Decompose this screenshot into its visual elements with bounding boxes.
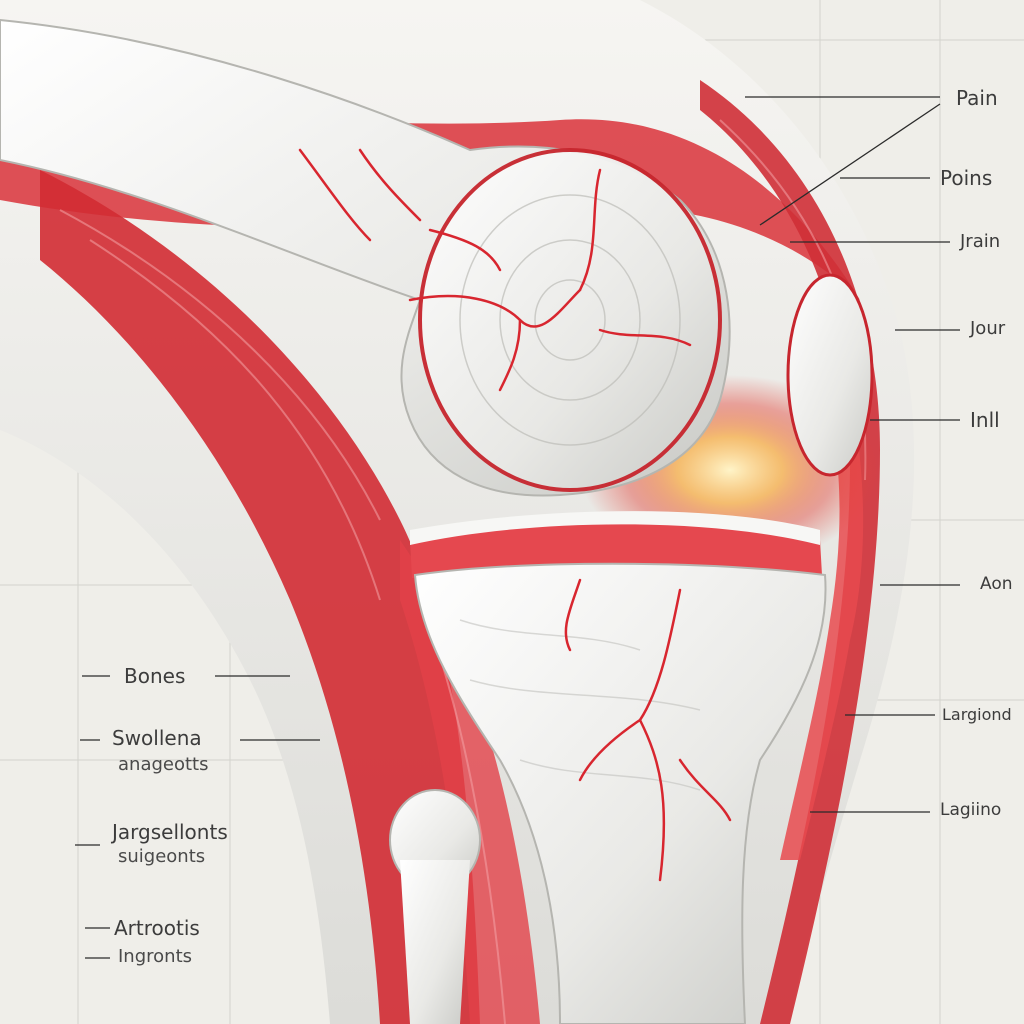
hamstring-muscle — [40, 170, 480, 1024]
label-suigeonts: suigeonts — [118, 846, 206, 867]
label-jour: Jour — [970, 318, 1006, 339]
condyle-rings — [459, 194, 681, 446]
label-jrain: Jrain — [960, 231, 1001, 252]
bone-cracks — [298, 148, 732, 882]
calf-muscle — [400, 540, 540, 1024]
cartilage-band — [410, 521, 822, 578]
tibia-texture — [459, 619, 701, 791]
label-anageotts: anageotts — [118, 754, 209, 775]
label-leader-lines — [75, 96, 960, 959]
label-swollena: Swollena — [112, 726, 202, 750]
label-lagiino: Lagiino — [940, 800, 1002, 820]
fibula-shaft — [400, 860, 470, 1024]
label-pain: Pain — [956, 86, 998, 110]
label-aon: Aon — [980, 574, 1013, 594]
label-bones: Bones — [124, 664, 186, 688]
label-jargsellonts: Jargsellonts — [112, 820, 228, 844]
label-poins: Poins — [940, 166, 993, 190]
tibia — [413, 562, 827, 1024]
label-largiond: Largiond — [942, 705, 1012, 724]
femoral-condyle — [418, 148, 722, 492]
label-inll: Inll — [970, 408, 1000, 432]
patella — [786, 273, 874, 477]
label-ingronts: Ingronts — [118, 946, 193, 967]
label-artrootis: Artrootis — [114, 916, 200, 940]
